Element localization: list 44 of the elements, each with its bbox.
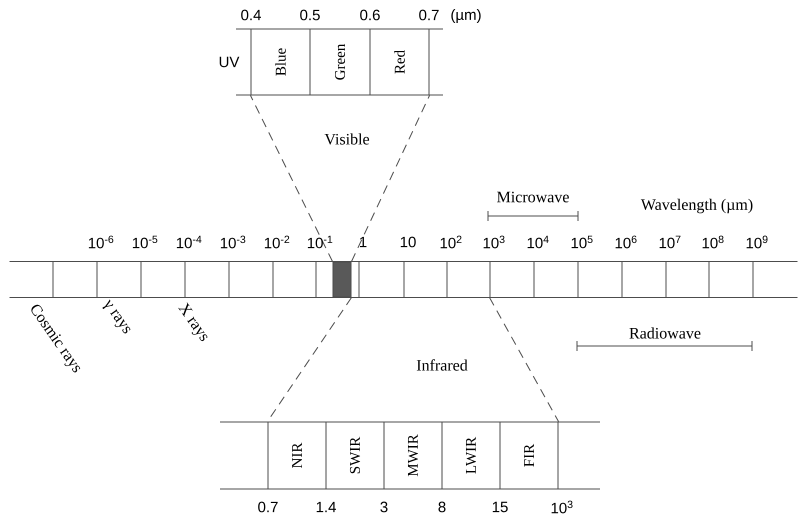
region-label: γ rays bbox=[102, 300, 130, 334]
zoom-line bbox=[489, 297, 559, 422]
zoom-line bbox=[351, 95, 430, 262]
tick-label: 10 bbox=[400, 236, 416, 248]
tick-label: 10$^{2}$ bbox=[440, 236, 462, 248]
region-label: Radiowave bbox=[629, 327, 700, 339]
band-cell: FIR bbox=[500, 422, 558, 490]
region-label: Microwave bbox=[497, 192, 569, 202]
tick-label: 10$^{3}$ bbox=[484, 236, 505, 248]
tick-label: 1.4 bbox=[316, 502, 336, 512]
tick-label: 10$^{-5}$ bbox=[132, 236, 158, 248]
tick-label: 10$^{9}$ bbox=[746, 236, 768, 248]
tick-label: 0.5 bbox=[300, 10, 320, 20]
tick-label: 10$^{-6}$ bbox=[88, 236, 114, 248]
band-cell: NIR bbox=[268, 422, 326, 490]
band-cell: Blue bbox=[250, 28, 310, 96]
tick-label: 0.6 bbox=[360, 10, 380, 20]
region-label: Infrared bbox=[416, 359, 468, 371]
tick-label: 10$^{8}$ bbox=[702, 236, 724, 248]
visible-band bbox=[332, 262, 352, 298]
band-cell: LWIR bbox=[442, 422, 500, 490]
band-cell: SWIR bbox=[326, 422, 384, 490]
tick-label: 15 bbox=[492, 502, 508, 512]
tick-label: 10$^{-1}$ bbox=[308, 236, 332, 248]
tick-label: 8 bbox=[438, 502, 446, 512]
region-label: X rays bbox=[178, 302, 208, 342]
tick-label: 10$^{5}$ bbox=[572, 236, 593, 248]
tick-label: 10$^{6}$ bbox=[616, 236, 637, 248]
band-cell: MWIR bbox=[384, 422, 442, 490]
tick-label: 10$^{-4}$ bbox=[176, 236, 202, 248]
tick-label: 10$^{7}$ bbox=[660, 236, 680, 248]
zoom-line bbox=[250, 95, 333, 262]
tick-label: 0.4 bbox=[241, 10, 261, 20]
region-label: Visible bbox=[324, 133, 370, 145]
tick-label: 0.7 bbox=[419, 10, 439, 20]
tick-label: 0.7 bbox=[258, 502, 278, 512]
tick-label: 10$^{4}$ bbox=[528, 236, 549, 248]
tick-label: 1 bbox=[360, 236, 366, 248]
band-cell: Green bbox=[310, 28, 370, 96]
tick-label: 10$^{-3}$ bbox=[220, 236, 246, 248]
axis-title: Wavelength (µm) bbox=[640, 198, 752, 214]
tick-label: 3 bbox=[380, 502, 388, 512]
band-cell: Red bbox=[370, 28, 430, 96]
wavelength-scale bbox=[9, 261, 798, 298]
